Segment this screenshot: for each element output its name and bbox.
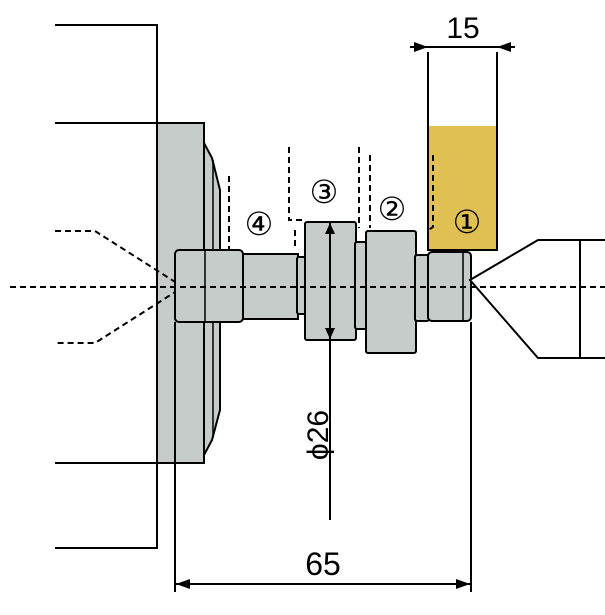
cutting-tool bbox=[427, 52, 498, 251]
length-arrow-right bbox=[456, 579, 470, 589]
step-1-label: ① bbox=[453, 204, 482, 240]
tailstock-outline bbox=[468, 239, 605, 359]
guide-1 bbox=[426, 155, 434, 232]
length-label: 65 bbox=[305, 546, 341, 582]
step-2-label: ② bbox=[378, 191, 407, 227]
tool-width-label: 15 bbox=[446, 12, 479, 45]
tool-width-arrow-right bbox=[497, 42, 511, 52]
tailstock bbox=[468, 239, 605, 359]
guide-3 bbox=[288, 147, 305, 221]
diameter-label: ϕ26 bbox=[302, 410, 335, 460]
chuck-outline-lower bbox=[55, 462, 158, 549]
diameter-arrow-bottom bbox=[325, 328, 335, 339]
length-arrow-left bbox=[176, 579, 190, 589]
tool-holder-outline bbox=[427, 52, 498, 251]
tool-body bbox=[428, 126, 497, 250]
step-3-label: ③ bbox=[310, 174, 339, 210]
chuck-outline bbox=[55, 24, 158, 124]
section-2 bbox=[365, 230, 417, 354]
diameter-dimension: ϕ26 bbox=[302, 223, 335, 520]
step-guides bbox=[228, 147, 434, 250]
tool-width-dimension: 15 bbox=[410, 12, 515, 52]
diameter-arrow-top bbox=[325, 223, 335, 234]
length-dimension: 65 bbox=[174, 322, 472, 592]
step-markers: ④ ③ ② ① bbox=[245, 174, 482, 242]
step-4-label: ④ bbox=[245, 206, 274, 242]
tool-width-arrow-left bbox=[414, 42, 428, 52]
